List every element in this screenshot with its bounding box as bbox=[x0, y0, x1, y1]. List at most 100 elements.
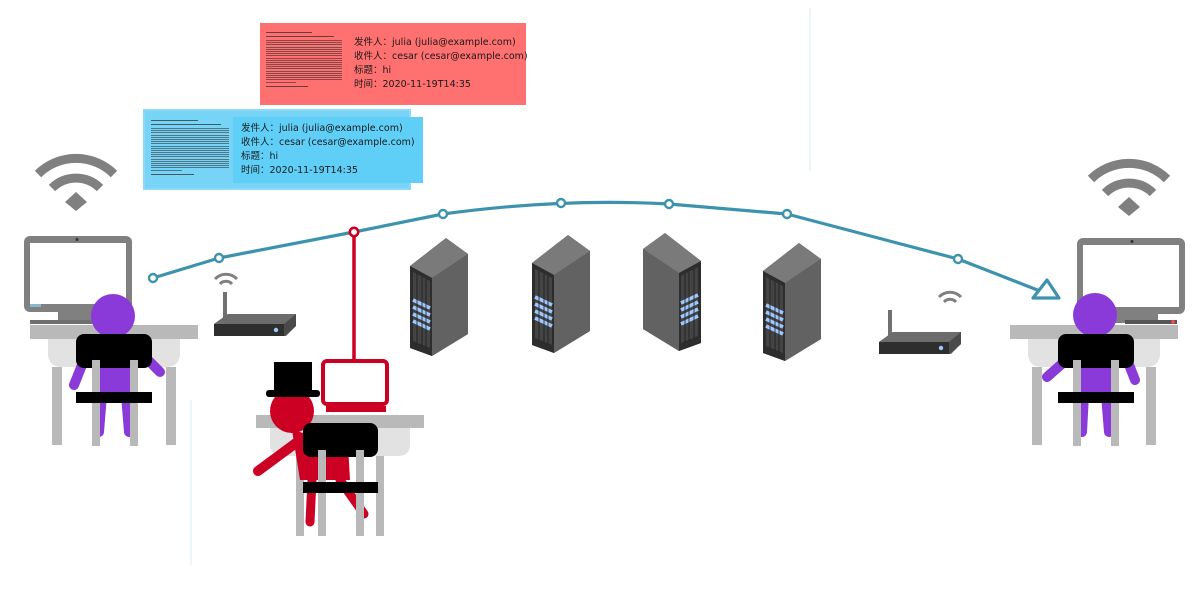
from-label: 发件人： bbox=[354, 37, 393, 48]
time-label: 时间： bbox=[354, 79, 383, 90]
recipient-workstation bbox=[1010, 238, 1185, 446]
raw-line bbox=[151, 147, 229, 149]
raw-line bbox=[151, 124, 222, 125]
wifi-icon bbox=[1091, 163, 1167, 216]
from-value: julia (julia@example.com) bbox=[392, 37, 516, 48]
wifi-icon bbox=[937, 290, 963, 304]
raw-line bbox=[266, 85, 308, 87]
server-icon bbox=[408, 236, 470, 358]
time-value: 2020-11-19T14:35 bbox=[269, 164, 358, 176]
raw-line bbox=[151, 145, 229, 147]
raw-line bbox=[266, 32, 312, 33]
cable-node bbox=[147, 272, 159, 284]
chair-icon bbox=[1058, 334, 1134, 368]
raw-line bbox=[151, 173, 194, 175]
server-icon bbox=[530, 233, 592, 355]
intercepted-email-card: 发件人：julia (julia@example.com) 收件人：cesar … bbox=[260, 23, 528, 105]
to-label: 收件人： bbox=[241, 136, 280, 148]
raw-line bbox=[266, 68, 342, 70]
raw-line bbox=[266, 48, 342, 50]
cable-node bbox=[555, 197, 567, 209]
raw-line bbox=[151, 128, 229, 129]
server-icon bbox=[641, 231, 703, 353]
to-row: 收件人：cesar (cesar@example.com) bbox=[241, 136, 415, 150]
cable-nodes bbox=[147, 197, 964, 284]
to-label: 收件人： bbox=[354, 51, 393, 62]
cable-node bbox=[213, 252, 225, 264]
sender-workstation bbox=[24, 236, 198, 446]
raw-line bbox=[151, 130, 229, 132]
subject-row: 标题：hi bbox=[354, 64, 528, 78]
raw-line bbox=[151, 132, 229, 134]
raw-line bbox=[151, 143, 229, 145]
raw-line bbox=[151, 152, 229, 154]
server-icon bbox=[761, 241, 823, 363]
raw-email-source bbox=[260, 23, 346, 105]
subject-row: 标题：hi bbox=[241, 150, 415, 164]
network-cable bbox=[152, 200, 1041, 293]
router-right bbox=[879, 290, 963, 354]
raw-line bbox=[151, 136, 229, 138]
cable-node bbox=[952, 253, 964, 265]
subject-value: hi bbox=[269, 150, 279, 162]
attacker-workstation bbox=[253, 235, 424, 536]
router-icon bbox=[879, 310, 961, 354]
raw-line bbox=[266, 55, 342, 57]
subject-label: 标题： bbox=[354, 65, 383, 76]
raw-line bbox=[151, 156, 229, 158]
subject-value: hi bbox=[382, 65, 392, 76]
raw-line bbox=[266, 36, 335, 37]
raw-line bbox=[151, 149, 229, 151]
raw-email-source bbox=[145, 111, 233, 188]
raw-line bbox=[151, 134, 229, 136]
tap-point bbox=[348, 226, 360, 238]
email-metadata: 发件人：julia (julia@example.com) 收件人：cesar … bbox=[346, 32, 536, 96]
arrow-head-icon bbox=[1031, 278, 1061, 300]
to-value: cesar (cesar@example.com) bbox=[392, 51, 528, 62]
from-row: 发件人：julia (julia@example.com) bbox=[241, 122, 415, 136]
cable-node bbox=[437, 208, 449, 220]
raw-line bbox=[151, 165, 229, 167]
raw-line bbox=[266, 59, 342, 61]
raw-line bbox=[266, 53, 342, 55]
raw-line bbox=[151, 138, 229, 140]
to-value: cesar (cesar@example.com) bbox=[279, 136, 415, 148]
raw-line bbox=[266, 66, 342, 68]
top-hat-icon bbox=[274, 362, 312, 394]
raw-line bbox=[266, 40, 342, 41]
cable-node bbox=[781, 208, 793, 220]
original-email-card: 发件人：julia (julia@example.com) 收件人：cesar … bbox=[143, 109, 423, 190]
time-value: 2020-11-19T14:35 bbox=[382, 79, 471, 90]
raw-line bbox=[266, 44, 342, 46]
time-row: 时间：2020-11-19T14:35 bbox=[354, 78, 528, 92]
router-left bbox=[213, 272, 296, 336]
raw-line bbox=[266, 46, 342, 48]
from-row: 发件人：julia (julia@example.com) bbox=[354, 36, 528, 50]
subject-label: 标题： bbox=[241, 150, 270, 162]
raw-line bbox=[266, 72, 342, 74]
sender-head bbox=[91, 294, 135, 338]
recipient-head bbox=[1073, 293, 1117, 337]
raw-line bbox=[151, 163, 229, 164]
raw-line bbox=[151, 158, 229, 160]
raw-line bbox=[266, 81, 297, 83]
raw-line bbox=[266, 42, 342, 44]
attacker-head bbox=[270, 389, 314, 433]
time-label: 时间： bbox=[241, 164, 270, 176]
raw-line bbox=[266, 61, 342, 63]
raw-line bbox=[151, 160, 229, 162]
router-icon bbox=[214, 292, 296, 336]
raw-line bbox=[266, 75, 342, 76]
wifi-icon bbox=[213, 272, 239, 286]
raw-line bbox=[151, 169, 183, 171]
chair-icon bbox=[303, 423, 378, 457]
to-row: 收件人：cesar (cesar@example.com) bbox=[354, 50, 528, 64]
raw-line bbox=[266, 50, 342, 52]
from-label: 发件人： bbox=[241, 122, 280, 134]
raw-line bbox=[151, 120, 198, 121]
raw-line bbox=[266, 64, 342, 66]
wifi-icon bbox=[38, 158, 114, 211]
raw-line bbox=[151, 154, 229, 156]
raw-line bbox=[151, 141, 229, 143]
chair-icon bbox=[76, 334, 152, 368]
